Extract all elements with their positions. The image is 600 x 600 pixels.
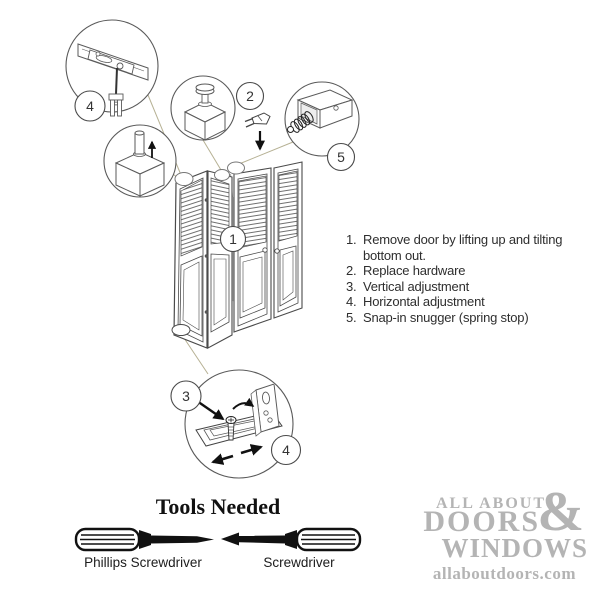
- snugger-clip-part: [244, 112, 271, 151]
- pointer-arrow-icon: [196, 400, 225, 421]
- svg-text:4: 4: [282, 442, 290, 458]
- closed-door-right-panel: [273, 161, 303, 319]
- watermark-doors: DOORS: [423, 505, 540, 538]
- svg-text:1: 1: [229, 231, 237, 247]
- bottom-bracket-detail-circle: [184, 369, 294, 479]
- watermark-logo: ALL ABOUT & DOORS WINDOWS allaboutdoors.…: [380, 481, 600, 595]
- top-pivot-pin: [108, 67, 124, 117]
- double-arrow-icon: [211, 444, 263, 465]
- bottom-pivot-foot: [171, 324, 191, 336]
- instruction-list: 1. Remove door by lifting up and tilting…: [346, 232, 564, 326]
- svg-text:3: 3: [182, 388, 190, 404]
- instruction-text: Vertical adjustment: [363, 278, 470, 294]
- phillips-screwdriver-label: Phillips Screwdriver: [84, 555, 202, 570]
- instruction-text: Replace hardware: [363, 263, 466, 279]
- folded-door-back-panel: [207, 170, 233, 349]
- rotate-arrow-icon: [232, 397, 255, 410]
- svg-text:2: 2: [246, 88, 254, 104]
- callout-2: 2: [235, 81, 265, 111]
- callout-4-bottom: 4: [270, 434, 302, 466]
- watermark-all-about: ALL ABOUT: [435, 495, 546, 512]
- watermark-ampersand: &: [537, 481, 584, 543]
- top-guide-wheel-detail-circle: [170, 75, 236, 141]
- instruction-number: 2.: [346, 263, 357, 279]
- instruction-text: Horizontal adjustment: [363, 294, 485, 310]
- instruction-item-1: 1. Remove door by lifting up and tilting…: [346, 232, 564, 263]
- watermark-windows: WINDOWS: [441, 533, 588, 563]
- instruction-number: 3.: [346, 278, 357, 294]
- attachment-marker: [214, 169, 230, 181]
- snugger-track-detail-circle: [284, 81, 360, 157]
- instruction-number: 4.: [346, 294, 357, 310]
- screwdriver-label: Screwdriver: [263, 555, 335, 570]
- callouts: 4 2 5 1 3 4: [74, 81, 356, 466]
- instruction-number: 1.: [346, 232, 357, 247]
- svg-text:4: 4: [86, 98, 94, 114]
- top-pivot-post-detail-circle: [103, 124, 177, 198]
- flat-screwdriver-icon: [221, 527, 362, 552]
- attachment-marker: [174, 172, 194, 186]
- instruction-number: 5.: [346, 309, 357, 325]
- tools-heading: Tools Needed: [155, 494, 281, 519]
- callout-4-top: 4: [74, 90, 106, 122]
- instruction-item-2: 2. Replace hardware: [346, 263, 564, 279]
- instruction-text: Snap-in snugger (spring stop): [363, 309, 529, 325]
- callout-3: 3: [170, 380, 202, 412]
- adjustment-screw: [225, 416, 237, 441]
- top-bracket-detail-circle: [65, 19, 159, 117]
- bifold-door-illustration: [171, 161, 303, 349]
- instruction-item-5: 5. Snap-in snugger (spring stop): [346, 310, 564, 326]
- closed-door-left-panel: [233, 167, 272, 333]
- instruction-text: Remove door by lifting up and tilting bo…: [363, 232, 563, 263]
- spring-coil: [287, 111, 314, 133]
- phillips-screwdriver-icon: [74, 527, 214, 552]
- attachment-marker: [227, 161, 245, 175]
- watermark-url: allaboutdoors.com: [432, 564, 576, 583]
- svg-text:5: 5: [337, 149, 345, 165]
- folded-door-front-panel: [173, 170, 208, 349]
- callout-1: 1: [219, 225, 247, 253]
- instruction-item-3: 3. Vertical adjustment: [346, 279, 564, 295]
- instruction-item-4: 4. Horizontal adjustment: [346, 294, 564, 310]
- callout-5: 5: [326, 142, 356, 172]
